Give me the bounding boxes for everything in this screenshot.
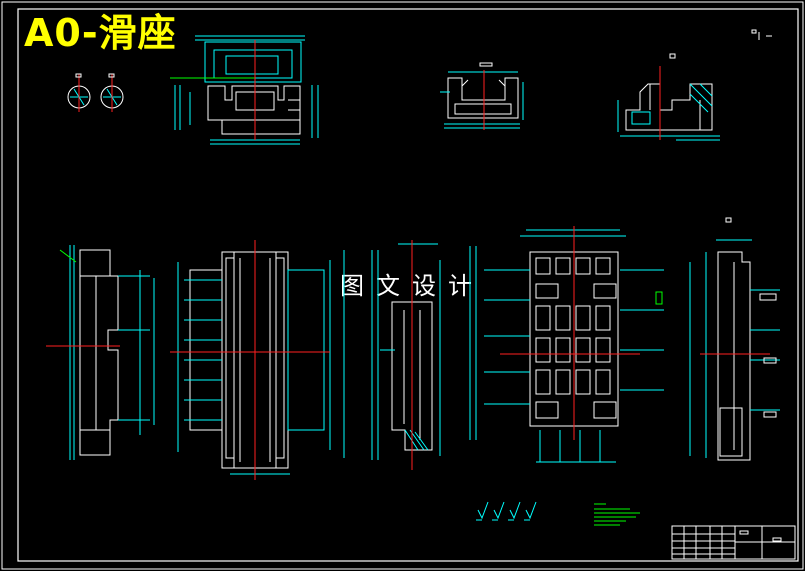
technical-notes — [594, 503, 640, 526]
section-view-narrow — [371, 240, 441, 470]
sheet-markers — [751, 29, 772, 40]
drawing-border — [17, 8, 799, 562]
top-view-right — [617, 53, 720, 141]
side-view-right — [689, 217, 780, 461]
drawing-title: A0-滑座 — [24, 11, 177, 55]
roughness-symbols — [476, 501, 537, 521]
section-detail-small — [67, 73, 124, 112]
top-view-front — [170, 35, 319, 145]
top-view-middle — [440, 62, 524, 130]
front-view-main — [170, 240, 345, 480]
top-view-grid — [469, 226, 664, 463]
side-view-left — [46, 245, 155, 460]
title-block — [671, 525, 796, 560]
